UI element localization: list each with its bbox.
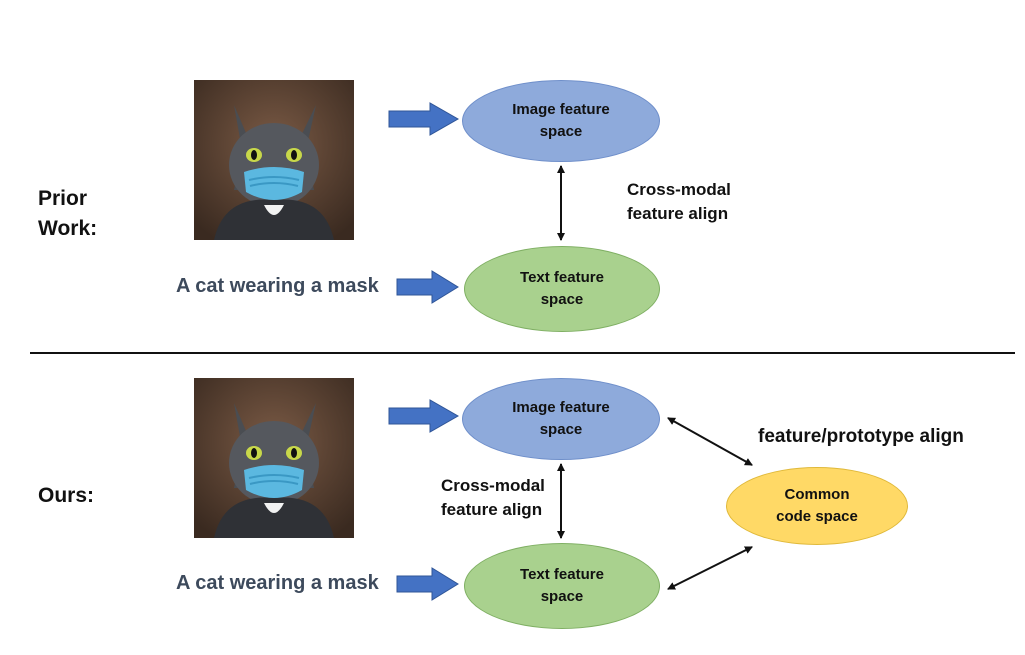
- section-divider: [30, 352, 1015, 354]
- cat-photo-icon: [194, 80, 354, 240]
- text-to-common-arrow: [667, 546, 753, 590]
- block-arrow-icon: [396, 270, 459, 304]
- prior-image-feature-space: Image feature space: [462, 80, 660, 162]
- prior-align-note: Cross-modal feature align: [627, 180, 731, 223]
- ours-text-feature-space-label: Text feature space: [520, 566, 604, 605]
- ours-text-caption: A cat wearing a mask: [176, 572, 379, 594]
- block-arrow-icon: [388, 399, 460, 433]
- prior-text-feature-space: Text feature space: [464, 246, 660, 332]
- prototype-align-note: feature/prototype align: [758, 426, 964, 447]
- prior-text-caption: A cat wearing a mask: [176, 275, 379, 297]
- prior-image-feature-space-label: Image feature space: [512, 101, 610, 140]
- prior-text-feature-space-label: Text feature space: [520, 269, 604, 308]
- common-code-space: Common code space: [726, 467, 908, 545]
- ours-label: Ours:: [38, 484, 95, 507]
- image-to-common-arrow: [667, 417, 753, 466]
- ours-text-feature-space: Text feature space: [464, 543, 660, 629]
- block-arrow-icon: [396, 567, 459, 601]
- prior-work-label: Prior Work:: [38, 187, 98, 240]
- cat-photo-icon: [194, 378, 354, 538]
- block-arrow-icon: [388, 102, 460, 136]
- ours-image-feature-space-label: Image feature space: [512, 399, 610, 438]
- ours-image-feature-space: Image feature space: [462, 378, 660, 460]
- common-code-space-label: Common code space: [776, 486, 858, 525]
- ours-align-note: Cross-modal feature align: [441, 476, 545, 519]
